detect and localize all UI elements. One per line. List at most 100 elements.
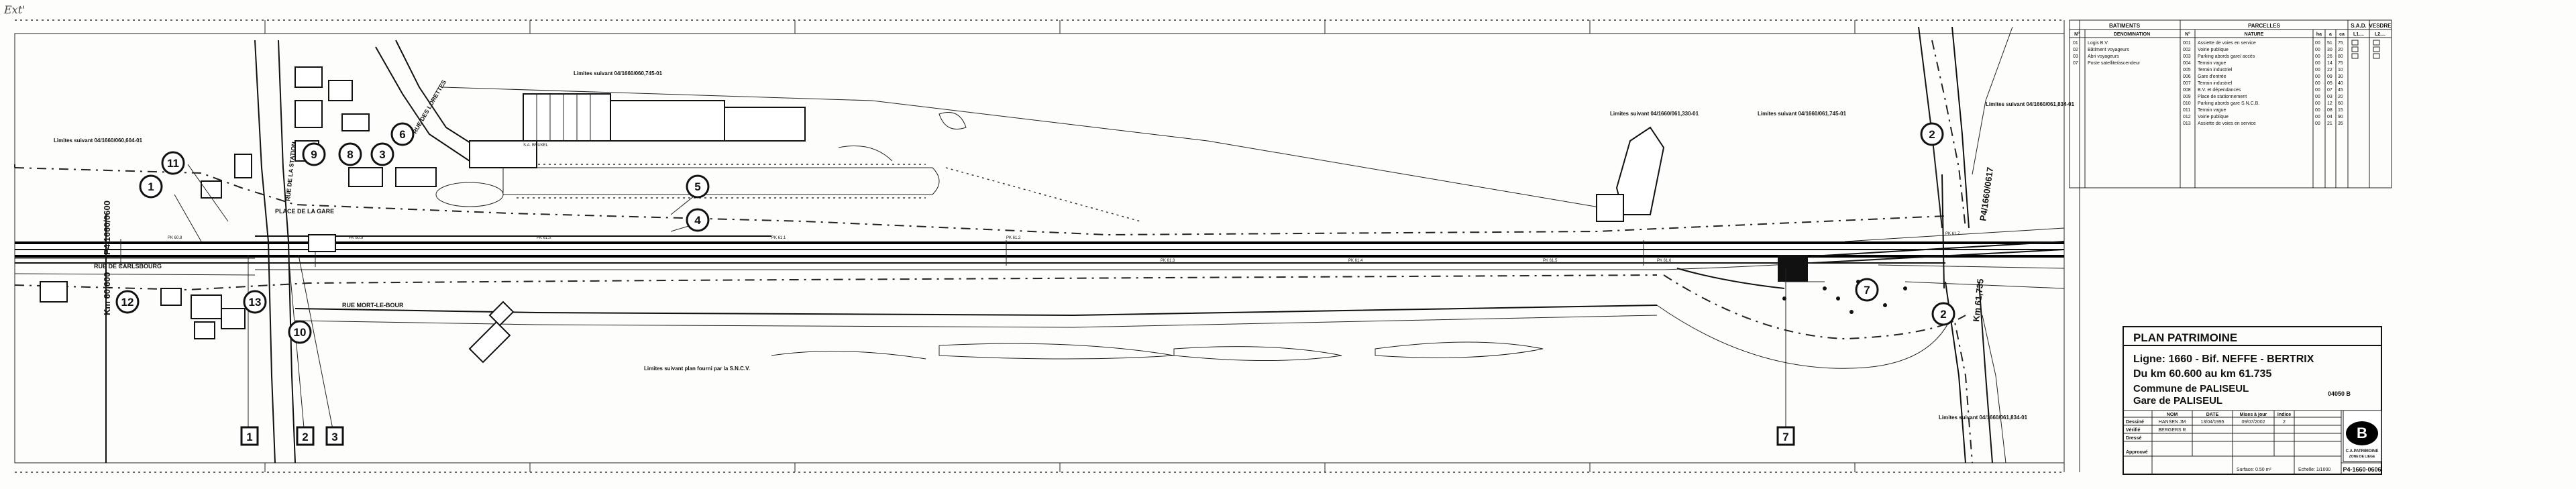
street-label: RUE MORT-LE-BOUR (342, 302, 404, 309)
parking-dots (517, 164, 1141, 222)
parcel-ca: 20 (2338, 48, 2343, 52)
surface-label: Surface: 0.50 m² (2237, 468, 2271, 472)
limit-label: Limites suivant plan fourni par la S.N.C… (644, 366, 750, 372)
passenger-shelter (348, 167, 383, 187)
parcel-ca: 45 (2338, 88, 2343, 93)
parcel-marker: 3 (370, 142, 394, 166)
building-marker: 2 (296, 426, 315, 446)
batiment-number: 02 (2073, 48, 2078, 52)
revision-date: 13/04/1995 (2200, 420, 2224, 425)
street-label: RUE DE CARLSBOURG (94, 263, 162, 270)
parcel-marker: 7 (1855, 278, 1879, 302)
parcel-marker: 7 (1718, 281, 1719, 282)
parcel-a: 03 (2327, 95, 2332, 99)
svg-text:N°: N° (2074, 32, 2080, 37)
revision-role: Dessiné (2126, 420, 2144, 425)
table-frame (2069, 19, 2392, 188)
svg-text:S.A.D.: S.A.D. (2351, 23, 2367, 29)
logo-letter: B (2357, 425, 2367, 441)
parcel-ca: 35 (2338, 121, 2343, 126)
house (191, 294, 222, 319)
parcel-number: 003 (2183, 54, 2191, 59)
property-limits (14, 26, 2013, 464)
parcel-a: 09 (2327, 74, 2332, 79)
buildings (40, 66, 1665, 364)
industrial-building (610, 100, 725, 142)
parcel-marker: 12 (115, 290, 140, 314)
parcel-a: 07 (2327, 88, 2332, 93)
title-block: PLAN PATRIMOINE Ligne: 1660 - Bif. NEFFE… (2123, 326, 2382, 475)
parcel-ca: 75 (2338, 61, 2343, 66)
svg-text:7: 7 (1782, 431, 1788, 443)
street-label: PLACE DE LA GARE (275, 208, 334, 215)
building-markers: 1 2 3 7 (240, 426, 1795, 446)
batiment-name: Abri voyageurs (2088, 54, 2119, 59)
parcel-ca: 80 (2338, 54, 2343, 59)
leader-lines (174, 133, 1943, 443)
limit-label: Limites suivant 04/1660/061,330-01 (1610, 111, 1699, 117)
parcel-number: 011 (2183, 108, 2190, 113)
parcel-nature: Terrain vague (2198, 61, 2226, 66)
pk-label: PK 61.4 (1348, 259, 1363, 263)
parcel-ca: 90 (2338, 115, 2343, 119)
svg-text:Mises à jour: Mises à jour (2240, 413, 2267, 417)
street-label: RUE DE LA STATION (284, 142, 297, 201)
parcel-ha: 00 (2315, 121, 2320, 126)
house (221, 308, 246, 329)
svg-text:VESDRE: VESDRE (2369, 23, 2392, 29)
industrial-building (724, 107, 806, 142)
pk-label: PK 61.6 (1657, 259, 1672, 263)
logo-subtext: ZONE DE LIEGE (2349, 455, 2375, 459)
svg-text:1: 1 (148, 180, 154, 193)
parcel-ca: 60 (2338, 101, 2343, 106)
svg-text:9: 9 (311, 148, 317, 161)
revision-role: Dressé (2126, 436, 2141, 441)
scale-label: Echelle: 1/1000 (2298, 468, 2330, 472)
parcel-ca: 75 (2338, 41, 2343, 46)
terrain-features (771, 112, 1544, 361)
pk-label: PK 61.2 (1006, 236, 1021, 240)
parking-area (502, 167, 940, 195)
parcel-ha: 00 (2315, 41, 2320, 46)
svg-text:N°: N° (2185, 32, 2190, 37)
parcel-ha: 00 (2315, 68, 2320, 72)
parcel-a: 14 (2327, 61, 2332, 66)
parcel-ha: 00 (2315, 61, 2320, 66)
svg-text:DATE: DATE (2206, 413, 2219, 417)
svg-text:3: 3 (331, 431, 337, 443)
plan-station: Gare de PALISEUL (2133, 395, 2222, 406)
svg-text:PARCELLES: PARCELLES (2248, 23, 2281, 29)
svg-text:8: 8 (347, 148, 353, 161)
parcel-nature: Terrain industriel (2198, 81, 2233, 86)
parcel-a: 05 (2327, 81, 2332, 86)
outbuilding (488, 301, 515, 327)
logo-text: C.A.PATRIMOINE (2346, 449, 2379, 453)
outbuilding (468, 321, 511, 364)
svg-text:DENOMINATION: DENOMINATION (2114, 32, 2150, 37)
svg-text:7: 7 (1864, 284, 1870, 296)
km-label: Km 60,600 (102, 272, 112, 315)
house (40, 281, 68, 303)
parcel-number: 002 (2183, 48, 2191, 52)
parcel-ha: 00 (2315, 108, 2320, 113)
drawing-number: P4-1660-0606 (2343, 466, 2381, 473)
svg-text:ha: ha (2316, 32, 2322, 37)
parcel-a: 22 (2327, 68, 2332, 72)
railway-tracks (15, 227, 2065, 289)
limit-label: Limites suivant 04/1660/060,745-01 (574, 70, 663, 76)
revision-update: 09/07/2002 (2241, 420, 2265, 425)
house (160, 288, 182, 306)
parcel-nature: Gare d'entrée (2198, 74, 2226, 79)
pk-label: PK 61.7 (1945, 232, 1960, 236)
warehouse (1596, 194, 1624, 222)
warehouse (1615, 126, 1665, 215)
batiment-name: Logis B.V. (2088, 41, 2108, 46)
parcel-nature: B.V. et dépendances (2198, 88, 2241, 93)
parcel-number: 012 (2183, 115, 2191, 119)
parcel-number: 005 (2183, 68, 2191, 72)
svg-text:5: 5 (694, 180, 700, 193)
parcel-a: 08 (2327, 108, 2332, 113)
plan-heading: PLAN PATRIMOINE (2133, 331, 2237, 344)
roundabout (435, 182, 504, 207)
house (194, 321, 215, 339)
